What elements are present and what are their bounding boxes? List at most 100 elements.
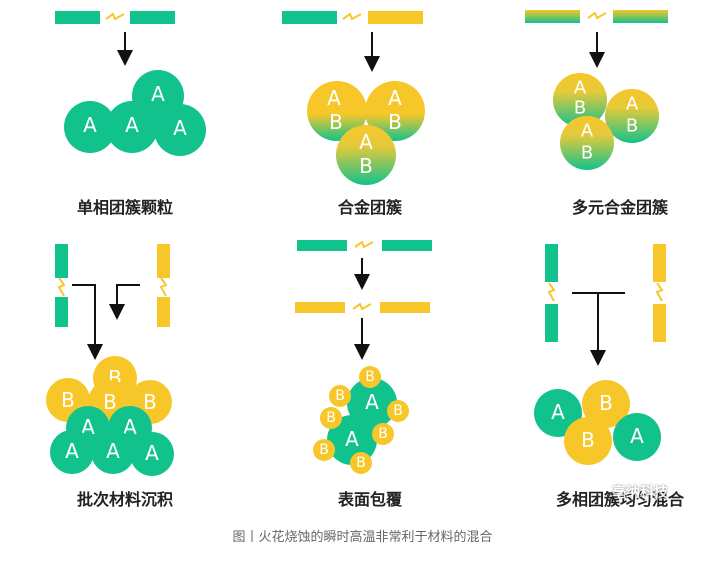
electrode-bar xyxy=(382,240,432,251)
particle-letter: A xyxy=(388,86,402,110)
particle-letter: A xyxy=(345,427,359,451)
electrode-bar xyxy=(653,244,666,282)
particle-letter: B xyxy=(388,110,402,134)
particle-letter: A xyxy=(327,86,341,110)
particle-letter: A xyxy=(581,121,594,142)
electrode-bar xyxy=(55,297,68,327)
spark-icon xyxy=(547,282,556,302)
spark-icon xyxy=(105,12,125,21)
particle-letter: B xyxy=(393,403,403,419)
electrode-bar xyxy=(297,240,347,251)
particle-letter: A xyxy=(65,439,79,463)
cluster-particle xyxy=(534,389,582,437)
electrode-bar xyxy=(157,297,170,327)
electrode-bar xyxy=(157,244,170,278)
watermark-logo-icon xyxy=(596,485,608,497)
particle-letter: A xyxy=(574,78,587,99)
connector-line xyxy=(116,284,140,308)
particle-letter: B xyxy=(319,442,329,458)
particle-letter: B xyxy=(359,154,373,178)
cluster-particle xyxy=(313,439,335,461)
electrode-bar xyxy=(55,11,100,24)
electrode-bar xyxy=(653,304,666,342)
particle-letter: B xyxy=(574,98,586,119)
electrode-bar xyxy=(525,10,580,23)
particle-letter: A xyxy=(81,415,95,439)
cluster-particle xyxy=(327,415,377,465)
spark-icon xyxy=(159,277,168,297)
particle-letter: A xyxy=(359,130,373,154)
particle-letter: A xyxy=(125,113,139,137)
particle-letter: A xyxy=(365,390,379,414)
particle-letter: A xyxy=(145,441,159,465)
cluster-particle xyxy=(553,73,607,127)
cluster-particle xyxy=(365,81,425,141)
cluster-particle xyxy=(106,101,158,153)
spark-icon xyxy=(655,282,664,302)
cluster-particle xyxy=(582,380,630,428)
spark-icon xyxy=(57,277,66,297)
cluster-particle xyxy=(613,413,661,461)
particle-letter: B xyxy=(326,410,336,426)
cluster-particle xyxy=(560,116,614,170)
cluster-particle xyxy=(359,366,381,388)
particle-letter: B xyxy=(143,390,157,414)
particle-letter: B xyxy=(335,388,345,404)
electrode-bar xyxy=(368,11,423,24)
cluster-particle xyxy=(50,430,94,474)
cluster-particle xyxy=(130,432,174,476)
cluster-particle xyxy=(307,81,367,141)
cluster-particle xyxy=(91,430,135,474)
electrode-bar xyxy=(545,244,558,282)
cluster-particle xyxy=(350,452,372,474)
particle-letter: B xyxy=(356,455,366,471)
particle-letter: B xyxy=(626,116,638,137)
particle-letter: B xyxy=(599,391,613,415)
panel-label-alloy: 合金团簇 xyxy=(337,198,402,217)
spark-icon xyxy=(354,240,374,249)
electrode-bar xyxy=(55,244,68,278)
panel-label-surface-coating: 表面包覆 xyxy=(337,490,402,509)
cluster-particle xyxy=(605,89,659,143)
particle-letter: A xyxy=(551,400,565,424)
electrode-bar xyxy=(380,302,430,313)
connector-line xyxy=(72,284,96,349)
particle-letter: B xyxy=(581,143,593,164)
watermark-text: 亳纳科技 xyxy=(612,485,668,501)
cluster-particle xyxy=(347,378,397,428)
particle-letter: B xyxy=(61,388,75,412)
cluster-particle xyxy=(320,407,342,429)
cluster-particle xyxy=(336,125,396,185)
cluster-particle xyxy=(154,104,206,156)
particle-letter: B xyxy=(365,369,375,385)
figure-caption: 图丨火花烧蚀的瞬时高温非常利于材料的混合 xyxy=(232,530,493,545)
cluster-particle xyxy=(329,385,351,407)
particle-letter: B xyxy=(581,428,595,452)
panel-label-multi-alloy: 多元合金团簇 xyxy=(571,198,668,217)
particle-letter: B xyxy=(103,390,117,414)
particle-letter: A xyxy=(106,439,120,463)
particle-letter: A xyxy=(173,116,187,140)
particle-letter: A xyxy=(151,82,165,106)
particle-letter: A xyxy=(83,113,97,137)
cluster-particle xyxy=(372,423,394,445)
panel-label-single-phase: 单相团簇颗粒 xyxy=(76,198,173,217)
particle-letter: B xyxy=(329,110,343,134)
cluster-particle xyxy=(64,101,116,153)
particle-letter: A xyxy=(123,415,137,439)
electrode-bar xyxy=(130,11,175,24)
electrode-bar xyxy=(282,11,337,24)
cluster-particle xyxy=(564,417,612,465)
spark-icon xyxy=(352,302,372,311)
panel-label-batch-deposition: 批次材料沉积 xyxy=(76,490,173,509)
spark-icon xyxy=(587,11,607,20)
particle-letter: A xyxy=(630,424,644,448)
cluster-particle xyxy=(387,400,409,422)
particle-letter: B xyxy=(378,426,388,442)
electrode-bar xyxy=(613,10,668,23)
panel-label-multiphase-mix: 多相团簇均匀混合 xyxy=(555,490,684,509)
spark-icon xyxy=(342,12,362,21)
particle-letter: A xyxy=(626,94,639,115)
electrode-bar xyxy=(545,304,558,342)
